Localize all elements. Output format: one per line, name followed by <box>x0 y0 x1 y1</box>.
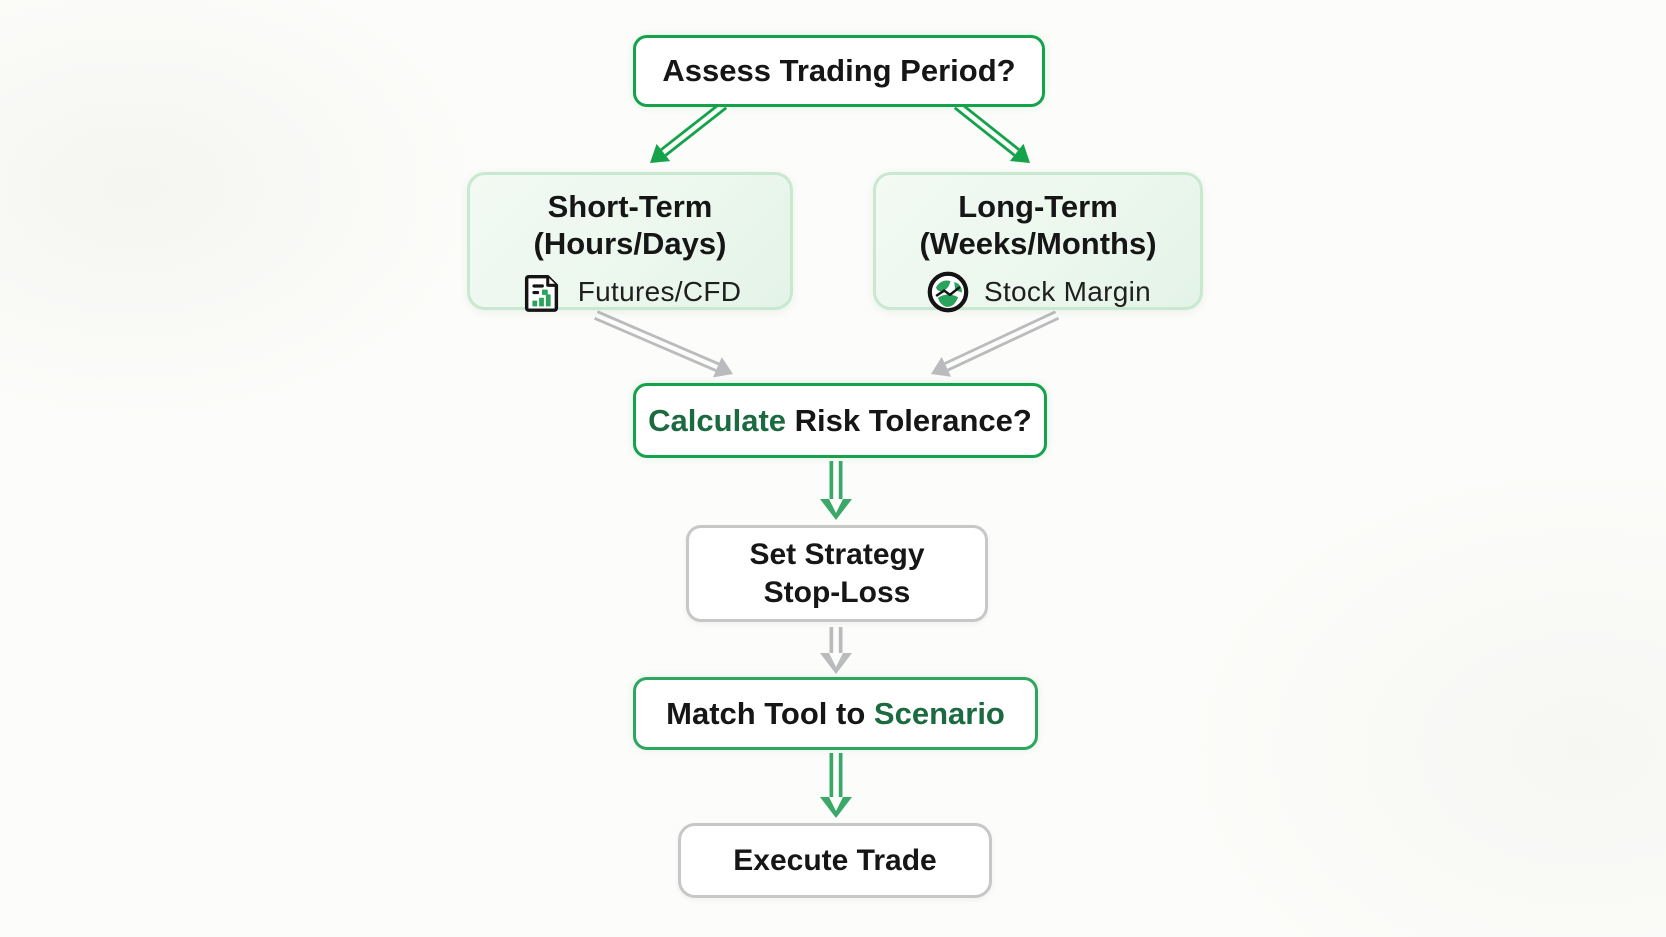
match-label-main: Match Tool to <box>666 695 874 731</box>
node-set-strategy-stop-loss: Set Strategy Stop-Loss <box>686 525 988 622</box>
arrow-assess-to-short-term <box>650 101 728 163</box>
arrow-calculate-to-set-strategy <box>820 461 852 520</box>
arrow-set-strategy-to-match <box>820 627 852 674</box>
assess-label: Assess Trading Period? <box>662 53 1016 88</box>
futures-document-chart-icon <box>524 274 558 312</box>
stock-globe-chart-icon <box>927 271 969 313</box>
arrow-long-to-calculate <box>931 310 1060 377</box>
node-short-term: Short-Term (Hours/Days) Futures/CFD <box>467 172 793 312</box>
calculate-label: Calculate Risk Tolerance? <box>648 403 1032 439</box>
arrow-assess-to-long-term <box>953 101 1030 163</box>
short-term-instrument-label: Futures/CFD <box>577 276 742 307</box>
long-term-instrument-label: Stock Margin <box>984 276 1151 307</box>
set-strategy-line1: Set Strategy <box>749 538 925 571</box>
long-term-title: Long-Term <box>958 189 1118 224</box>
short-term-instrument-row: Futures/CFD <box>519 269 742 315</box>
arrow-short-to-calculate <box>594 310 733 378</box>
match-label: Match Tool to Scenario <box>666 696 1005 732</box>
short-term-title: Short-Term <box>547 189 713 224</box>
long-term-instrument-row: Stock Margin <box>925 269 1151 315</box>
node-match-tool-to-scenario: Match Tool to Scenario <box>633 677 1038 750</box>
long-term-subtitle: (Weeks/Months) <box>919 226 1157 261</box>
node-execute-trade: Execute Trade <box>678 823 992 898</box>
match-label-accent: Scenario <box>873 695 1005 731</box>
node-long-term: Long-Term (Weeks/Months) Stock Margin <box>873 172 1203 313</box>
node-calculate-risk-tolerance: Calculate Risk Tolerance? <box>633 383 1047 458</box>
arrow-match-to-execute <box>820 753 852 818</box>
calculate-label-rest: Risk Tolerance? <box>786 402 1032 438</box>
set-strategy-line2: Stop-Loss <box>763 575 911 609</box>
calculate-label-accent: Calculate <box>648 402 787 438</box>
execute-label: Execute Trade <box>733 843 937 877</box>
short-term-subtitle: (Hours/Days) <box>533 226 727 261</box>
node-assess-trading-period: Assess Trading Period? <box>633 35 1045 107</box>
